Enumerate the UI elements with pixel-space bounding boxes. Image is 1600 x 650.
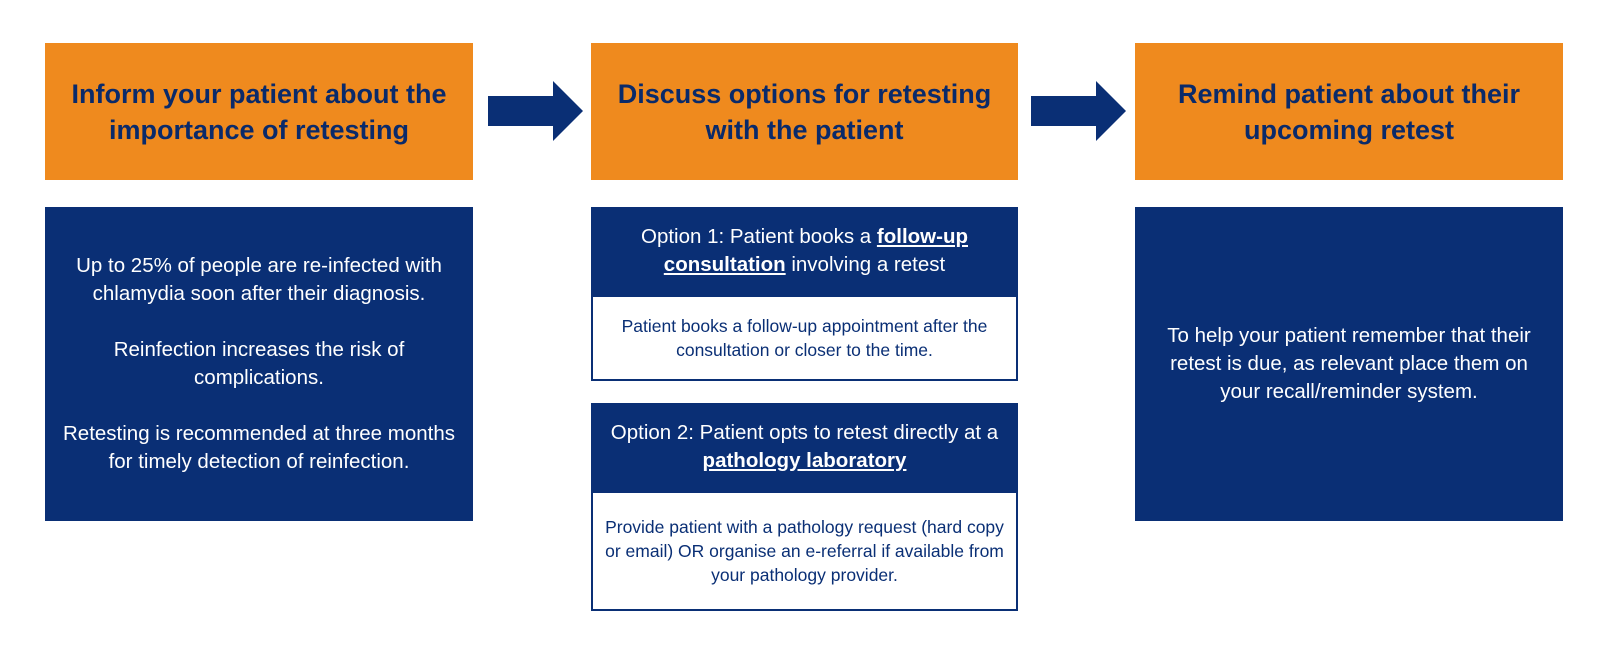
step-2-heading: Discuss options for retesting with the p… [591,43,1018,180]
step-1-paragraph: Reinfection increases the risk of compli… [113,338,405,389]
option-1-header: Option 1: Patient books a follow-up cons… [591,207,1018,295]
step-2-title: Discuss options for retesting with the p… [617,78,992,145]
option-2-header: Option 2: Patient opts to retest directl… [591,403,1018,491]
step-1-title: Inform your patient about the importance… [71,78,447,145]
option-2-detail: Provide patient with a pathology request… [605,517,1004,585]
step-1-paragraph: Retesting is recommended at three months… [63,422,455,473]
right-arrow-icon [488,81,583,141]
step-3-paragraph: To help your patient remember that their… [1167,324,1531,403]
option-1-detail-box: Patient books a follow-up appointment af… [591,295,1018,381]
right-arrow-icon [1031,81,1126,141]
option-2-detail-box: Provide patient with a pathology request… [591,491,1018,611]
step-3-title: Remind patient about their upcoming rete… [1177,78,1520,145]
pathology-laboratory-link[interactable]: pathology laboratory [702,449,907,472]
step-1-heading: Inform your patient about the importance… [45,43,473,180]
option-1-suffix: involving a retest [785,253,946,276]
step-1-content: Up to 25% of people are re-infected with… [45,207,473,521]
option-1-text: Option 1: Patient books a follow-up cons… [609,223,1000,279]
option-2-text: Option 2: Patient opts to retest directl… [609,419,1000,475]
step-3-heading: Remind patient about their upcoming rete… [1135,43,1563,180]
option-1-prefix: Option 1: Patient books a [641,225,877,248]
option-1-detail: Patient books a follow-up appointment af… [621,316,988,360]
option-2-prefix: Option 2: Patient opts to retest directl… [610,421,999,444]
follow-up-consultation-link[interactable]: follow-up consultation [663,225,968,276]
step-1-paragraph: Up to 25% of people are re-infected with… [76,254,442,305]
step-3-content: To help your patient remember that their… [1135,207,1563,521]
